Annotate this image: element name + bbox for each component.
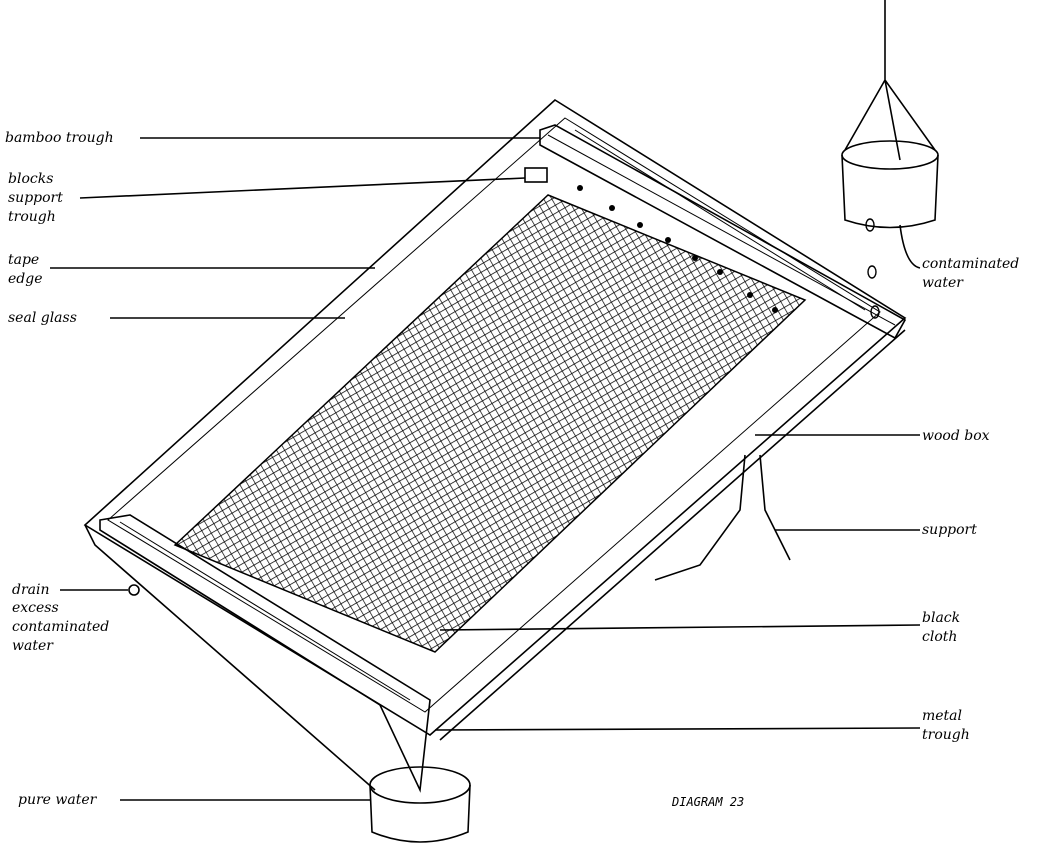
- label-wood-box: wood box: [922, 428, 990, 444]
- label-pure-water: pure water: [18, 792, 98, 808]
- leader-lines: [50, 137, 921, 801]
- label-tape: tape: [8, 252, 39, 268]
- contaminated-water-container: [841, 0, 939, 319]
- label-metal: metal: [922, 708, 962, 724]
- black-cloth: [173, 194, 807, 653]
- label-excess: excess: [12, 600, 59, 616]
- label-drain: drain: [12, 582, 50, 598]
- label-contaminated: contaminated: [922, 256, 1019, 272]
- label-edge: edge: [8, 271, 43, 287]
- label-seal-glass: seal glass: [8, 310, 77, 326]
- bamboo-trough: [524, 124, 907, 340]
- metal-trough: [99, 514, 431, 793]
- label-blocks: blocks: [8, 171, 53, 187]
- label-water: water: [922, 275, 964, 291]
- diagram-caption: DIAGRAM 23: [671, 795, 744, 809]
- drain-hole: [128, 584, 140, 596]
- label-cloth: cloth: [922, 629, 957, 645]
- label-trough-2: trough: [922, 727, 970, 743]
- label-trough: trough: [8, 209, 56, 225]
- label-bamboo-trough: bamboo trough: [5, 130, 114, 146]
- label-black: black: [922, 610, 960, 626]
- label-support-tree: support: [922, 522, 977, 538]
- label-contaminated-2: contaminated: [12, 619, 109, 635]
- pure-water-pot: [369, 766, 471, 843]
- label-water-2: water: [12, 638, 54, 654]
- label-support: support: [8, 190, 63, 206]
- tree-support: [654, 454, 791, 581]
- support-block: [524, 167, 548, 183]
